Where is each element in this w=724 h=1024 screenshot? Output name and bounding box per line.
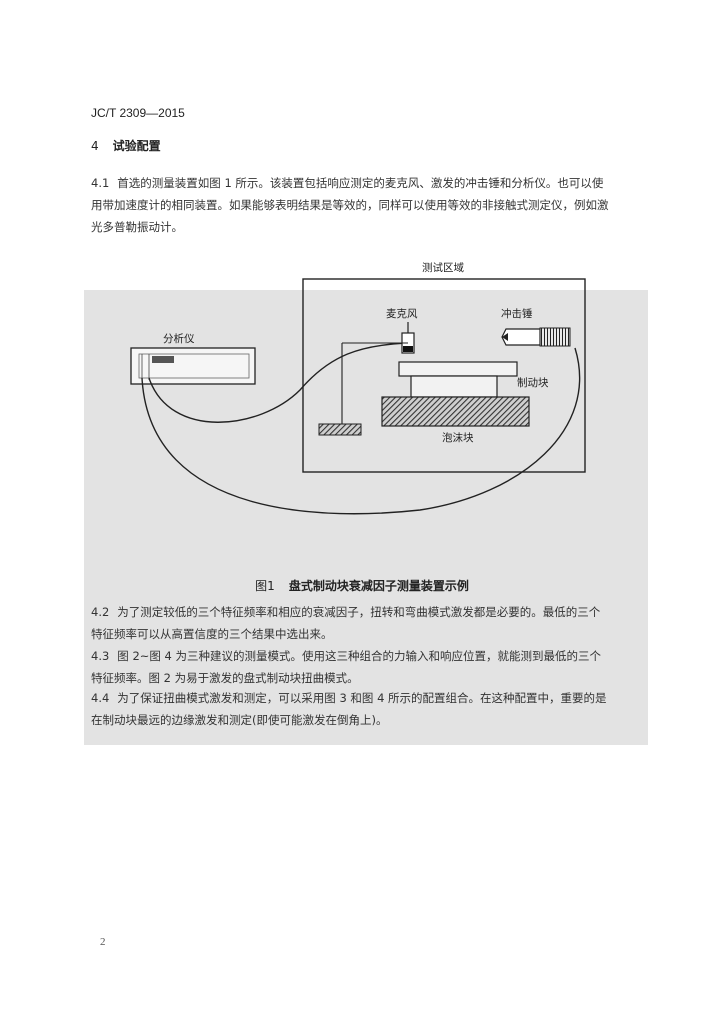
paragraph-line: 特征频率。图 2 为易于激发的盘式制动块扭曲模式。 — [91, 671, 359, 685]
paragraph-line: 首选的测量装置如图 1 所示。该装置包括响应测定的麦克风、激发的冲击锤和分析仪。… — [117, 176, 604, 190]
test-area-box — [302, 278, 586, 473]
paragraph-number: 4.2 — [91, 605, 110, 619]
figure-caption: 图1 盘式制动块衰减因子测量装置示例 — [0, 577, 724, 594]
microphone-cable — [141, 347, 581, 515]
foam-block-label: 泡沫块 — [442, 431, 474, 444]
paragraph-line: 图 2~图 4 为三种建议的测量模式。使用这三种组合的力输入和响应位置，就能测到… — [117, 649, 602, 663]
microphone-label: 麦克风 — [386, 308, 418, 320]
stand-base — [318, 423, 362, 436]
page-number: 2 — [100, 936, 106, 948]
section-number: 4 — [91, 139, 99, 153]
foam-block — [381, 396, 530, 427]
paragraph-line: 光多普勒振动计。 — [91, 220, 183, 234]
figure-number: 图1 — [255, 579, 275, 593]
paragraph-number: 4.4 — [91, 691, 110, 705]
brake-pad-base — [410, 375, 498, 398]
paragraph-4-2: 4.2 为了测定较低的三个特征频率和相应的衰减因子，扭转和弯曲模式激发都是必要的。… — [91, 601, 647, 645]
test-area-label: 测试区域 — [422, 261, 464, 274]
analyzer-label: 分析仪 — [163, 332, 195, 345]
section-heading: 4 试验配置 — [91, 137, 161, 154]
paragraph-line: 为了测定较低的三个特征频率和相应的衰减因子，扭转和弯曲模式激发都是必要的。最低的… — [117, 605, 601, 619]
paragraph-4-4: 4.4 为了保证扭曲模式激发和测定，可以采用图 3 和图 4 所示的配置组合。在这… — [91, 687, 647, 731]
brake-pad-top — [398, 361, 518, 377]
paragraph-line: 为了保证扭曲模式激发和测定，可以采用图 3 和图 4 所示的配置组合。在这种配置… — [117, 691, 607, 705]
paragraph-line: 在制动块最远的边缘激发和测定(即使可能激发在倒角上)。 — [91, 713, 388, 727]
paragraph-line: 特征频率可以从高置信度的三个结果中选出来。 — [91, 627, 333, 641]
paragraph-line: 用带加速度计的相同装置。如果能够表明结果是等效的，同样可以使用等效的非接触式测定… — [91, 198, 609, 212]
paragraph-number: 4.3 — [91, 649, 110, 663]
hammer-cable — [148, 342, 409, 423]
brake-pad-label: 制动块 — [517, 376, 549, 389]
section-title: 试验配置 — [112, 139, 161, 153]
paragraph-4-1: 4.1 首选的测量装置如图 1 所示。该装置包括响应测定的麦克风、激发的冲击锤和分… — [91, 172, 647, 238]
figure-1-diagram: 测试区域 分析仪 麦克风 冲击锤 制动块 泡沫块 — [130, 261, 586, 515]
document-code: JC/T 2309—2015 — [91, 106, 185, 120]
paragraph-number: 4.1 — [91, 176, 110, 190]
hammer-label: 冲击锤 — [501, 307, 533, 320]
paragraph-4-3: 4.3 图 2~图 4 为三种建议的测量模式。使用这三种组合的力输入和响应位置，就… — [91, 645, 647, 689]
figure-title: 盘式制动块衰减因子测量装置示例 — [288, 579, 469, 593]
